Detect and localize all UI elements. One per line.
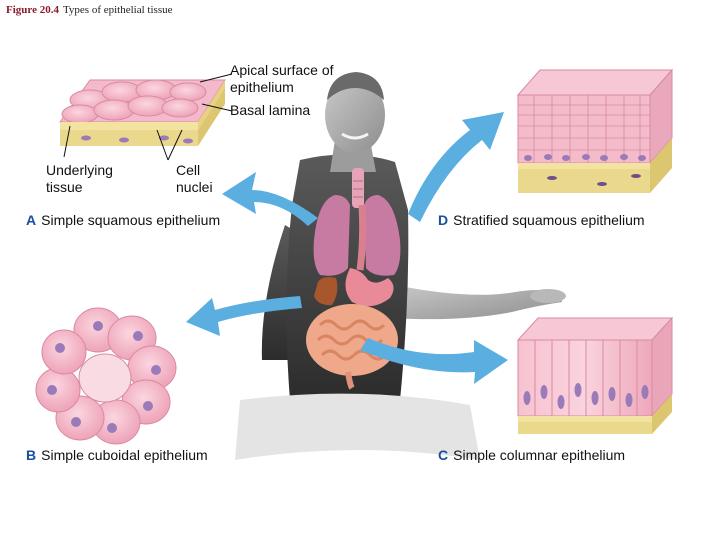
apical-surface-label: Apical surface of epithelium [230,62,334,95]
figure-title: Types of epithelial tissue [62,4,173,16]
arrows [186,112,508,384]
callout-lines [63,73,233,161]
simple-columnar-illustration [516,316,674,434]
label-letter-c: C [438,447,449,463]
organs-illustration [306,168,401,390]
underlying-tissue-label: Underlying tissue [46,162,113,195]
simple-squamous-illustration [59,73,233,161]
simple-cuboidal-illustration [35,307,177,445]
basal-lamina-label: Basal lamina [230,102,311,118]
cell-nuclei-label: Cell nuclei [176,162,213,195]
label-name-d: Stratified squamous epithelium [453,212,645,228]
label-name-b: Simple cuboidal epithelium [41,447,208,463]
label-name-a: Simple squamous epithelium [41,212,221,228]
label-letter-a: A [26,212,37,228]
arrow-to-simple-squamous [222,172,318,226]
arrow-to-stratified-squamous [408,112,504,222]
label-letter-b: B [26,447,37,463]
figure-number: Figure 20.4 [6,4,59,16]
stratified-squamous-illustration [516,68,674,193]
arrow-to-simple-columnar [360,338,508,384]
label-name-c: Simple columnar epithelium [453,447,626,463]
arrow-to-simple-cuboidal [186,296,302,336]
person-illustration [235,72,566,460]
label-letter-d: D [438,212,449,228]
